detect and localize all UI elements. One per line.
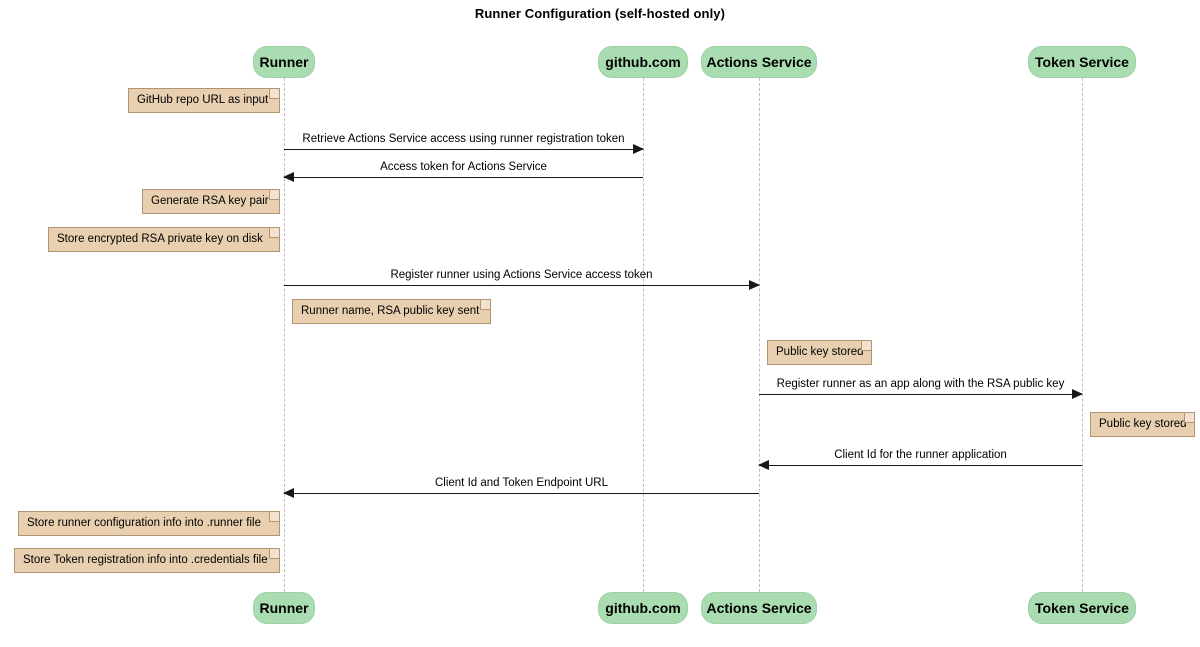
note-text: Store runner configuration info into .ru… [27,517,261,529]
note-n1: GitHub repo URL as input [128,88,280,113]
message-line [759,465,1082,466]
participant-label: Actions Service [706,54,812,70]
participant-label: Runner [259,54,309,70]
arrowhead-icon [758,460,769,470]
note-fold-corner-icon [269,549,279,559]
note-text: Store Token registration info into .cred… [23,554,268,566]
participant-actions-bottom[interactable]: Actions Service [701,592,817,624]
participant-actions-top[interactable]: Actions Service [701,46,817,78]
message-label: Access token for Actions Service [380,161,547,173]
arrowhead-icon [283,172,294,182]
message-line [284,149,643,150]
participant-label: Token Service [1035,54,1129,70]
note-n3: Store encrypted RSA private key on disk [48,227,280,252]
participant-label: github.com [605,600,681,616]
note-fold-corner-icon [1184,413,1194,423]
note-n2: Generate RSA key pair [142,189,280,214]
note-fold-corner-icon [861,341,871,351]
note-n8: Store Token registration info into .cred… [14,548,280,573]
participant-github-top[interactable]: github.com [598,46,688,78]
note-n5: Public key stored [767,340,872,365]
participant-github-bottom[interactable]: github.com [598,592,688,624]
lifeline-github [643,78,644,592]
note-text: Public key stored [776,346,864,358]
participant-token-top[interactable]: Token Service [1028,46,1136,78]
note-text: Generate RSA key pair [151,195,269,207]
arrowhead-icon [1072,389,1083,399]
arrowhead-icon [749,280,760,290]
arrowhead-icon [283,488,294,498]
message-label: Retrieve Actions Service access using ru… [302,133,625,145]
participant-token-bottom[interactable]: Token Service [1028,592,1136,624]
note-n7: Store runner configuration info into .ru… [18,511,280,536]
message-line [284,285,759,286]
lifeline-actions [759,78,760,592]
note-text: Runner name, RSA public key sent [301,305,480,317]
lifeline-token [1082,78,1083,592]
participant-runner-top[interactable]: Runner [253,46,315,78]
note-fold-corner-icon [269,512,279,522]
message-label: Register runner as an app along with the… [776,378,1065,390]
message-line [759,394,1082,395]
message-line [284,177,643,178]
note-text: GitHub repo URL as input [137,94,269,106]
note-fold-corner-icon [269,228,279,238]
diagram-title: Runner Configuration (self-hosted only) [474,6,726,21]
note-fold-corner-icon [269,89,279,99]
participant-runner-bottom[interactable]: Runner [253,592,315,624]
note-fold-corner-icon [480,300,490,310]
arrowhead-icon [633,144,644,154]
lifeline-runner [284,78,285,592]
message-label: Client Id for the runner application [834,449,1007,461]
note-n4: Runner name, RSA public key sent [292,299,491,324]
participant-label: Token Service [1035,600,1129,616]
note-text: Store encrypted RSA private key on disk [57,233,263,245]
message-line [284,493,759,494]
participant-label: github.com [605,54,681,70]
message-label: Register runner using Actions Service ac… [390,269,653,281]
note-text: Public key stored [1099,418,1187,430]
participant-label: Actions Service [706,600,812,616]
participant-label: Runner [259,600,309,616]
message-label: Client Id and Token Endpoint URL [434,477,609,489]
note-n6: Public key stored [1090,412,1195,437]
note-fold-corner-icon [269,190,279,200]
